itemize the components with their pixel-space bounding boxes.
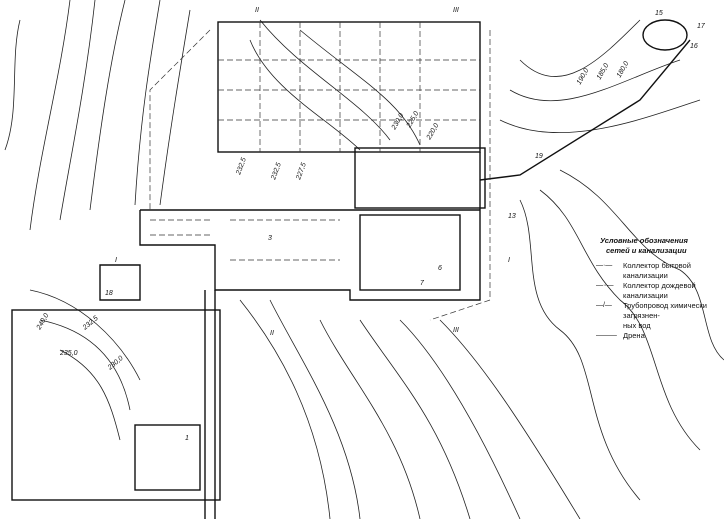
legend-title: Условные обозначения [600, 236, 688, 245]
site-boundaries [11, 19, 691, 519]
svg-text:6: 6 [438, 265, 442, 272]
svg-text:180,0: 180,0 [616, 60, 631, 79]
svg-text:I: I [115, 257, 117, 264]
svg-text:232,5: 232,5 [235, 157, 248, 177]
svg-text:232,5: 232,5 [270, 162, 283, 182]
legend-item: — — —Дрена [596, 331, 645, 340]
svg-text:235,0: 235,0 [59, 350, 78, 357]
map-labels: 232,5 232,5 230,0 225,0 220,0 185,0 180,… [35, 7, 706, 442]
svg-text:220,0: 220,0 [425, 122, 440, 142]
svg-text:II: II [255, 7, 259, 14]
svg-text:III: III [453, 327, 459, 334]
svg-text:230,0: 230,0 [390, 112, 405, 132]
legend-item: ных вод [623, 321, 651, 330]
legend-item: — · —Коллектор бытовой канализации [596, 261, 691, 280]
svg-text:232,5: 232,5 [81, 315, 100, 332]
legend-item: — ·· —Коллектор дождевой канализации [596, 281, 696, 300]
svg-text:18: 18 [105, 290, 113, 297]
legend-item: — / —Трубопровод химически загрязнен- [596, 301, 707, 320]
svg-text:227,5: 227,5 [295, 162, 308, 182]
svg-text:3: 3 [268, 235, 272, 242]
contour-lines [4, 0, 724, 519]
svg-text:190,0: 190,0 [576, 67, 591, 86]
legend: Условные обозначения сетей и канализации… [596, 236, 724, 341]
svg-text:19: 19 [535, 153, 543, 160]
legend-subtitle: сетей и канализации [606, 246, 687, 255]
svg-text:7: 7 [420, 280, 425, 287]
svg-text:II: II [270, 330, 274, 337]
svg-text:1: 1 [185, 435, 189, 442]
svg-text:I: I [508, 257, 510, 264]
svg-text:17: 17 [697, 23, 706, 30]
svg-text:13: 13 [508, 213, 516, 220]
svg-text:15: 15 [655, 10, 663, 17]
svg-text:16: 16 [690, 43, 698, 50]
svg-text:III: III [453, 7, 459, 14]
svg-text:185,0: 185,0 [596, 62, 611, 81]
